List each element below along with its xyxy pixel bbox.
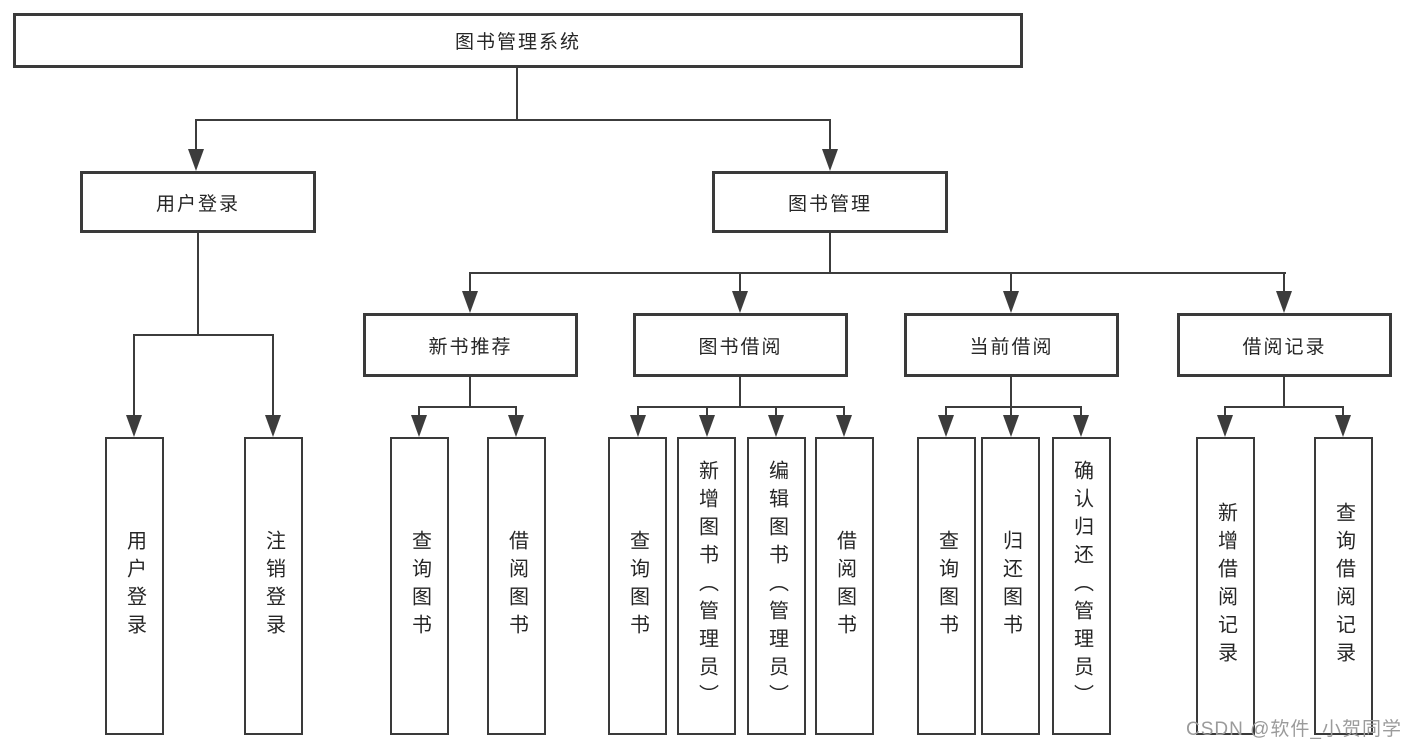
arrowhead-icon <box>732 291 748 313</box>
leaf-current-confirm-return-admin: 确认归还（管理员） <box>1052 437 1111 735</box>
arrowhead-icon <box>462 291 478 313</box>
connector-arrow-line <box>843 406 845 416</box>
node-root: 图书管理系统 <box>13 13 1023 68</box>
arrowhead-icon <box>265 415 281 437</box>
node-new-book-recommend-label: 新书推荐 <box>428 336 513 358</box>
connector-arrow-line <box>515 406 517 416</box>
leaf-current-return-books: 归还图书 <box>981 437 1040 735</box>
leaf-current-query-books: 查询图书 <box>917 437 976 735</box>
leaf-borrow-add-books-admin-label: 新增图书（管理员） <box>695 460 718 712</box>
node-book-borrow: 图书借阅 <box>633 313 848 377</box>
leaf-borrow-borrow-books: 借阅图书 <box>815 437 874 735</box>
leaf-user-login: 用户登录 <box>105 437 164 735</box>
arrowhead-icon <box>411 415 427 437</box>
node-borrow-records-label: 借阅记录 <box>1242 336 1327 358</box>
connector-borrow-stem <box>739 377 741 407</box>
arrowhead-icon <box>1003 415 1019 437</box>
watermark: CSDN @软件_小贺同学 <box>1186 719 1402 740</box>
node-book-management: 图书管理 <box>712 171 948 233</box>
node-new-book-recommend: 新书推荐 <box>363 313 578 377</box>
node-user-login-label: 用户登录 <box>155 193 240 215</box>
connector-bookmgmt-stem <box>829 233 831 274</box>
leaf-borrow-add-books-admin: 新增图书（管理员） <box>677 437 736 735</box>
connector-arrow-line <box>133 334 135 416</box>
connector-userlogin-stem <box>197 233 199 335</box>
connector-arrow-line <box>637 406 639 416</box>
leaf-borrow-query-books: 查询图书 <box>608 437 667 735</box>
leaf-user-login-label: 用户登录 <box>123 530 146 642</box>
leaf-borrow-query-books-label: 查询图书 <box>626 530 649 642</box>
arrowhead-icon <box>938 415 954 437</box>
connector-userlogin-hline <box>133 334 274 336</box>
connector-borrow-hline <box>637 406 845 408</box>
arrowhead-icon <box>1073 415 1089 437</box>
connector-records-stem <box>1283 377 1285 407</box>
node-current-borrow-label: 当前借阅 <box>969 336 1054 358</box>
connector-arrow-line <box>945 406 947 416</box>
arrowhead-icon <box>1003 291 1019 313</box>
arrowhead-icon <box>836 415 852 437</box>
connector-arrow-line <box>195 119 197 151</box>
connector-newrec-stem <box>469 377 471 407</box>
node-book-management-label: 图书管理 <box>787 193 872 215</box>
connector-arrow-line <box>706 406 708 416</box>
connector-arrow-line <box>739 272 741 292</box>
connector-current-hline <box>945 406 1082 408</box>
connector-arrow-line <box>829 119 831 151</box>
leaf-newrec-borrow-books: 借阅图书 <box>487 437 546 735</box>
node-borrow-records: 借阅记录 <box>1177 313 1392 377</box>
arrowhead-icon <box>126 415 142 437</box>
connector-records-hline <box>1224 406 1344 408</box>
connector-arrow-line <box>272 334 274 416</box>
connector-arrow-line <box>1342 406 1344 416</box>
connector-arrow-line <box>1010 406 1012 416</box>
connector-bookmgmt-hline <box>469 272 1286 274</box>
connector-arrow-line <box>1283 272 1285 292</box>
leaf-records-query-record: 查询借阅记录 <box>1314 437 1373 735</box>
arrowhead-icon <box>508 415 524 437</box>
connector-root-stem <box>516 68 518 120</box>
arrowhead-icon <box>822 149 838 171</box>
node-book-borrow-label: 图书借阅 <box>698 336 783 358</box>
connector-arrow-line <box>1080 406 1082 416</box>
leaf-newrec-query-books: 查询图书 <box>390 437 449 735</box>
connector-arrow-line <box>469 272 471 292</box>
leaf-current-return-books-label: 归还图书 <box>999 530 1022 642</box>
leaf-records-add-record-label: 新增借阅记录 <box>1214 502 1237 670</box>
leaf-records-add-record: 新增借阅记录 <box>1196 437 1255 735</box>
node-current-borrow: 当前借阅 <box>904 313 1119 377</box>
arrowhead-icon <box>699 415 715 437</box>
node-root-label: 图书管理系统 <box>454 32 581 53</box>
arrowhead-icon <box>1276 291 1292 313</box>
leaf-current-confirm-return-admin-label: 确认归还（管理员） <box>1070 460 1093 712</box>
connector-current-stem <box>1010 377 1012 407</box>
arrowhead-icon <box>768 415 784 437</box>
leaf-borrow-borrow-books-label: 借阅图书 <box>833 530 856 642</box>
leaf-logout-label: 注销登录 <box>262 530 285 642</box>
arrowhead-icon <box>1335 415 1351 437</box>
leaf-logout: 注销登录 <box>244 437 303 735</box>
connector-arrow-line <box>1224 406 1226 416</box>
arrowhead-icon <box>630 415 646 437</box>
arrowhead-icon <box>1217 415 1233 437</box>
connector-arrow-line <box>775 406 777 416</box>
leaf-borrow-edit-books-admin: 编辑图书（管理员） <box>747 437 806 735</box>
node-user-login: 用户登录 <box>80 171 316 233</box>
leaf-borrow-edit-books-admin-label: 编辑图书（管理员） <box>765 460 788 712</box>
connector-newrec-hline <box>418 406 517 408</box>
connector-arrow-line <box>418 406 420 416</box>
leaf-records-query-record-label: 查询借阅记录 <box>1332 502 1355 670</box>
connector-root-hline <box>195 119 831 121</box>
arrowhead-icon <box>188 149 204 171</box>
leaf-newrec-query-books-label: 查询图书 <box>408 530 431 642</box>
connector-arrow-line <box>1010 272 1012 292</box>
leaf-current-query-books-label: 查询图书 <box>935 530 958 642</box>
leaf-newrec-borrow-books-label: 借阅图书 <box>505 530 528 642</box>
